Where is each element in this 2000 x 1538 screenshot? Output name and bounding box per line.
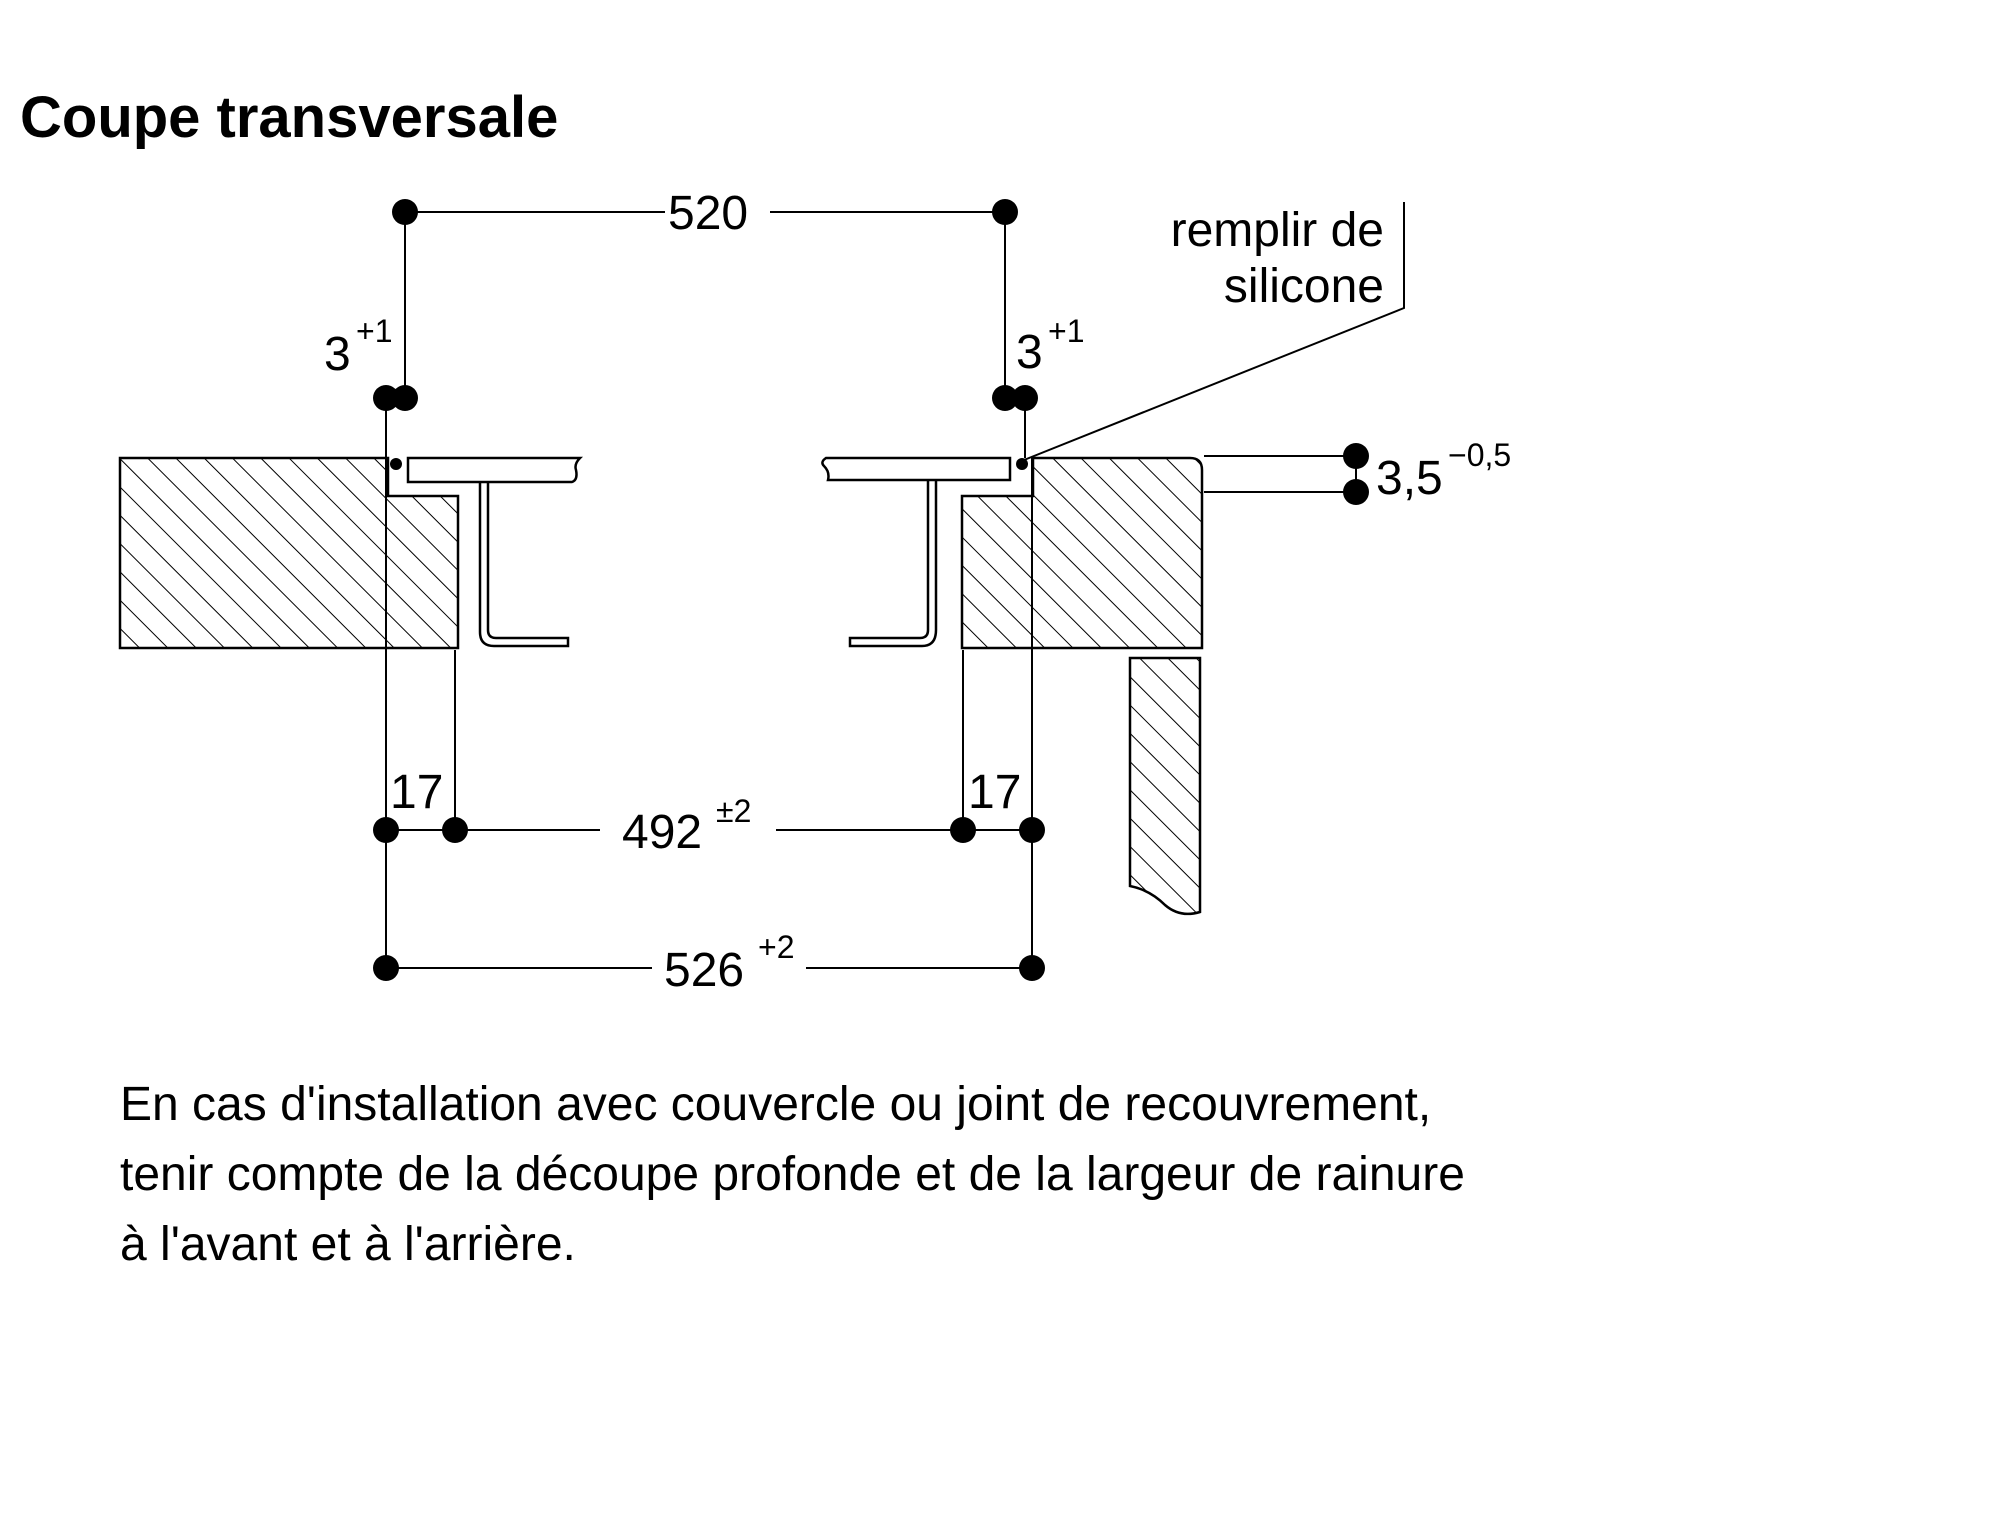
caption-line-3: à l'avant et à l'arrière. [120, 1218, 576, 1271]
caption-line-1: En cas d'installation avec couvercle ou … [120, 1078, 1432, 1131]
label-526-tolerance: +2 [758, 929, 794, 965]
label-left-gap: 3 [324, 328, 351, 381]
left-worktop [118, 456, 460, 650]
label-492: 492 [622, 806, 702, 859]
right-silicone-dot [1016, 458, 1028, 470]
label-526: 526 [664, 944, 744, 997]
dimension-left-gap [373, 385, 418, 458]
dimension-492 [373, 817, 1045, 843]
label-right-gap: 3 [1016, 326, 1043, 379]
cabinet-side-panel [1128, 656, 1202, 916]
dimension-right-gap [992, 385, 1038, 458]
annotation-line1: remplir de [1171, 204, 1384, 257]
dimension-depth [1204, 443, 1369, 505]
left-hob-glass [406, 456, 584, 484]
label-520: 520 [668, 187, 748, 240]
label-492-tolerance: ±2 [716, 793, 751, 829]
annotation-line2: silicone [1224, 260, 1384, 313]
dimension-520 [392, 199, 1018, 398]
left-hob-bracket [478, 482, 570, 648]
label-depth: 3,5 [1376, 452, 1443, 505]
page-title: Coupe transversale [20, 85, 559, 150]
label-left-offset: 17 [390, 766, 443, 819]
right-worktop [960, 456, 1204, 650]
label-right-gap-tolerance: +1 [1048, 313, 1084, 349]
caption-line-2: tenir compte de la découpe profonde et d… [120, 1148, 1465, 1201]
right-hob-bracket [848, 480, 938, 648]
label-right-offset: 17 [968, 766, 1021, 819]
caption: En cas d'installation avec couvercle ou … [120, 1070, 1465, 1280]
label-left-gap-tolerance: +1 [356, 313, 392, 349]
silicone-leader-line [1023, 202, 1405, 461]
right-hob-glass [821, 456, 1012, 482]
dimension-526 [373, 955, 1045, 981]
left-silicone-dot [390, 458, 402, 470]
label-depth-tolerance: −0,5 [1448, 437, 1511, 473]
